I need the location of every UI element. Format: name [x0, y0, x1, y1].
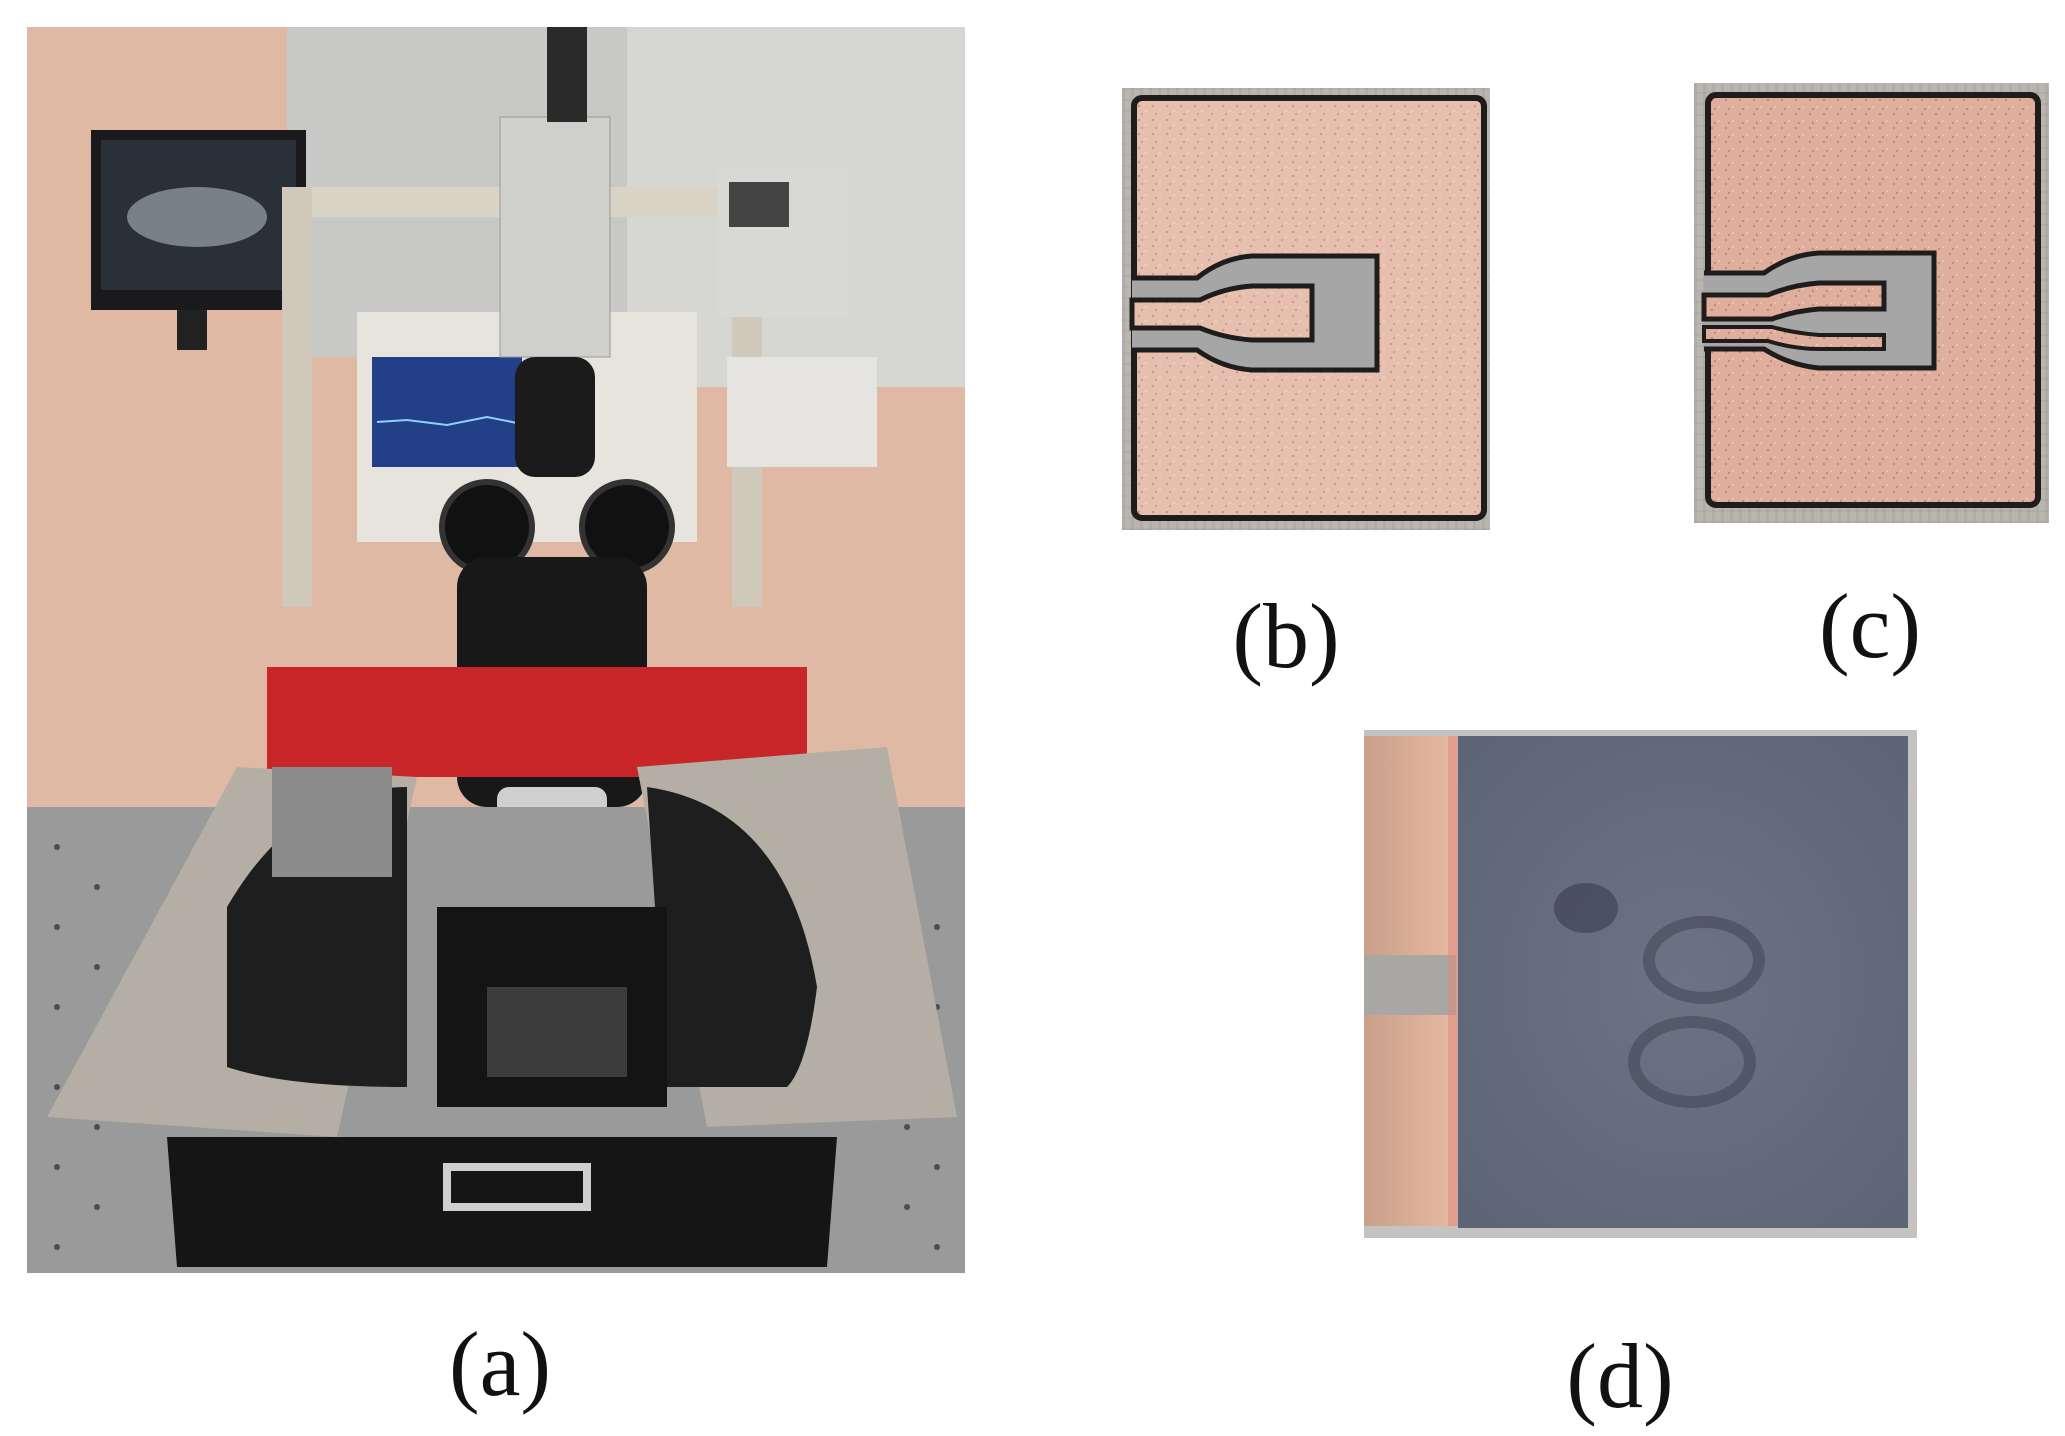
strip-edge [1448, 736, 1458, 1226]
micropositioner [272, 767, 392, 877]
substrate-area [1458, 736, 1908, 1228]
right-black-arc [647, 787, 817, 1087]
base-handle [443, 1163, 591, 1211]
caption-c: (c) [1818, 575, 1922, 677]
pad-b-illustration [1129, 95, 1487, 521]
monitor-stand [177, 310, 207, 350]
ring-lower [1628, 1016, 1756, 1108]
probe-station-red-base [267, 667, 807, 777]
station-base [167, 1137, 837, 1267]
microscope-pad-b [1122, 88, 1490, 530]
stage-chuck [487, 987, 627, 1077]
power-supply [727, 357, 877, 467]
ring-upper [1643, 916, 1765, 1004]
probe-station-photo [27, 27, 965, 1273]
microscope-tube [515, 357, 595, 477]
analyzer-screen [372, 357, 522, 467]
strip-gap [1364, 955, 1456, 1015]
instrument-frame-left [282, 187, 312, 607]
upper-instrument-screen [729, 182, 789, 227]
pad-b-feedline [1129, 283, 1315, 343]
monitor-image [127, 187, 267, 247]
caption-a: (a) [448, 1313, 552, 1415]
microscope-pad-c [1694, 83, 2049, 523]
dark-spot [1554, 883, 1618, 933]
pad-c-illustration [1701, 92, 2041, 508]
probe-station-illustration [27, 27, 965, 1273]
sample-photo-d [1364, 730, 1917, 1238]
pad-c-feedline-upper [1701, 280, 1887, 322]
camera [499, 116, 611, 358]
caption-b: (b) [1232, 585, 1340, 687]
analyzer-trace [376, 415, 518, 427]
pad-c-feedline-lower [1702, 325, 1886, 351]
caption-d: (d) [1566, 1325, 1674, 1427]
camera-cable [547, 27, 587, 122]
sample-d-illustration [1364, 730, 1917, 1238]
